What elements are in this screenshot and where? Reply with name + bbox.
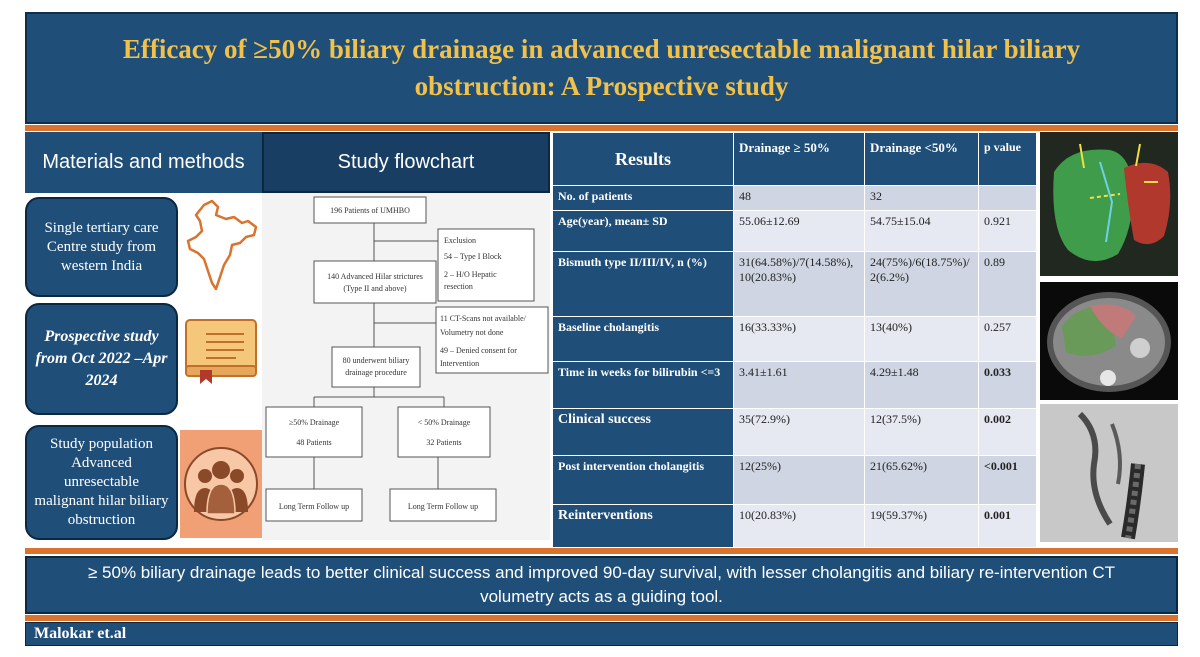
cell-ge50: 16(33.33%) [733,315,865,362]
cell-p: 0.033 [978,360,1037,409]
design-pill: Prospective study from Oct 2022 –Apr 202… [25,303,178,415]
flow-arm1-b: 48 Patients [296,438,331,447]
methods-header: Materials and methods [25,132,262,193]
cell-lt50: 21(65.62%) [864,454,979,506]
flow-arm2-b: 32 Patients [426,438,461,447]
row-label: Post intervention cholangitis [552,454,734,506]
flow-excl2-c: 49 – Denied consent for [440,346,517,355]
people-group-icon [180,430,262,538]
cholangiogram-image [1040,404,1178,542]
cell-p: 0.921 [978,209,1037,252]
ct-volumetry-image [1040,132,1178,276]
flow-underwent-a: 80 underwent biliary [343,356,410,365]
row-label: No. of patients [552,185,734,211]
cell-lt50: 13(40%) [864,315,979,362]
row-label: Age(year), mean± SD [552,209,734,252]
flow-exclusion-1: 54 – Type I Block [444,252,502,261]
cell-lt50: 19(59.37%) [864,504,979,548]
row-label: Bismuth type II/III/IV, n (%) [552,250,734,317]
results-header: Results [552,131,734,187]
table-row: No. of patients 48 32 [552,185,1037,211]
table-row: Bismuth type II/III/IV, n (%) 31(64.58%)… [552,250,1037,317]
flow-followup-1: Long Term Follow up [279,502,349,511]
cell-ge50: 35(72.9%) [733,407,865,456]
cell-lt50: 12(37.5%) [864,407,979,456]
centre-pill: Single tertiary care Centre study from w… [25,197,178,297]
flow-excl2-d: Intervention [440,359,479,368]
flowchart-header-label: Study flowchart [337,151,475,173]
study-flowchart: 196 Patients of UMHBO Exclusion 54 – Typ… [262,193,550,540]
flow-exclusion-2b: resection [444,282,473,291]
cell-p [978,185,1037,211]
cell-p: <0.001 [978,454,1037,506]
footer-divider [25,615,1178,621]
methods-header-label: Materials and methods [42,151,245,173]
conclusion-banner: ≥ 50% biliary drainage leads to better c… [25,556,1178,614]
flow-exclusion-2a: 2 – H/O Hepatic [444,270,497,279]
book-icon [182,312,262,384]
cell-lt50: 54.75±15.04 [864,209,979,252]
table-row: Post intervention cholangitis 12(25%) 21… [552,454,1037,506]
population-pill: Study population Advanced unresectable m… [25,425,178,540]
flow-excl2-a: 11 CT-Scans not available/ [440,314,527,323]
cell-p: 0.89 [978,250,1037,317]
title-divider [25,125,1178,131]
flow-followup-2: Long Term Follow up [408,502,478,511]
cell-ge50: 10(20.83%) [733,504,865,548]
author-banner: Malokar et.al [25,622,1178,646]
results-table: Results Drainage ≥ 50% Drainage <50% p v… [552,131,1037,548]
flowchart-header: Study flowchart [262,132,550,193]
flow-arm2-a: < 50% Drainage [418,418,471,427]
cell-p: 0.001 [978,504,1037,548]
table-row: Clinical success 35(72.9%) 12(37.5%) 0.0… [552,407,1037,456]
centre-text: Single tertiary care Centre study from w… [44,219,159,274]
flow-arm1-a: ≥50% Drainage [289,418,340,427]
cell-p: 0.002 [978,407,1037,456]
row-label: Baseline cholangitis [552,315,734,362]
table-row: Age(year), mean± SD 55.06±12.69 54.75±15… [552,209,1037,252]
cell-lt50: 4.29±1.48 [864,360,979,409]
row-label: Clinical success [552,407,734,456]
conclusion-text: ≥ 50% biliary drainage leads to better c… [88,563,1115,606]
row-label: Time in weeks for bilirubin <=3 [552,360,734,409]
population-text: Study population Advanced unresectable m… [34,436,169,528]
row-label: Reinterventions [552,504,734,548]
ct-axial-image [1040,282,1178,400]
col-drainage-ge50: Drainage ≥ 50% [733,131,865,187]
table-row: Reinterventions 10(20.83%) 19(59.37%) 0.… [552,504,1037,548]
title-banner: Efficacy of ≥50% biliary drainage in adv… [25,12,1178,124]
flow-excl2-b: Volumetry not done [440,328,504,337]
cell-ge50: 48 [733,185,865,211]
author-text: Malokar et.al [34,625,127,642]
flow-advanced-a: 140 Advanced Hilar strictures [327,272,423,281]
flow-advanced-b: (Type II and above) [343,284,407,293]
col-p-value: p value [978,131,1037,187]
cell-ge50: 31(64.58%)/7(14.58%),10(20.83%) [733,250,865,317]
design-text: Prospective study from Oct 2022 –Apr 202… [35,328,168,389]
cell-ge50: 12(25%) [733,454,865,506]
table-row: Time in weeks for bilirubin <=3 3.41±1.6… [552,360,1037,409]
cell-p: 0.257 [978,315,1037,362]
conclusion-divider [25,548,1178,554]
india-map-icon [182,197,262,297]
cell-ge50: 3.41±1.61 [733,360,865,409]
cell-lt50: 32 [864,185,979,211]
flow-total: 196 Patients of UMHBO [330,206,410,215]
poster-title: Efficacy of ≥50% biliary drainage in adv… [122,34,1081,101]
flow-exclusion-title: Exclusion [444,236,476,245]
cell-ge50: 55.06±12.69 [733,209,865,252]
cell-lt50: 24(75%)/6(18.75%)/2(6.2%) [864,250,979,317]
flow-underwent-b: drainage procedure [345,368,407,377]
table-row: Baseline cholangitis 16(33.33%) 13(40%) … [552,315,1037,362]
col-drainage-lt50: Drainage <50% [864,131,979,187]
